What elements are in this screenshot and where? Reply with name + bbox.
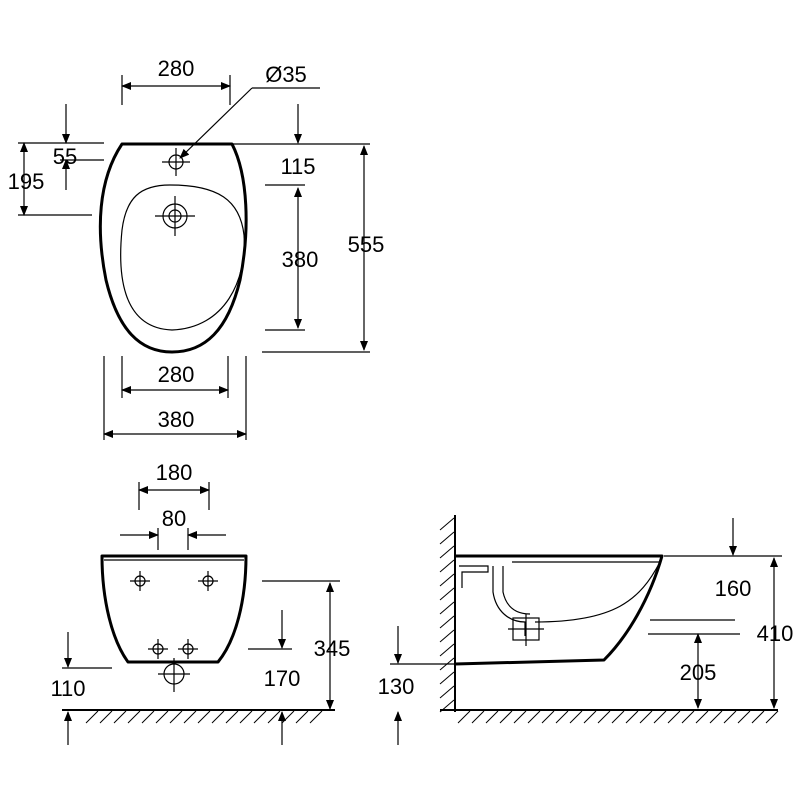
dim-offset-55: 55 [53, 144, 77, 169]
waste-outlet [158, 658, 190, 692]
dim-total-length: 555 [348, 232, 385, 257]
hatch-stroke [513, 710, 527, 724]
dim-height-345: 345 [314, 636, 351, 661]
supply-hole-right [178, 639, 198, 659]
hatch-stroke [439, 643, 455, 657]
hatch-stroke [113, 710, 127, 724]
mounting-hole-right [198, 571, 218, 591]
hatch-stroke [439, 629, 455, 643]
bowl-inner-outline [120, 184, 245, 331]
hatch-stroke [737, 710, 751, 724]
hatch-stroke [765, 710, 779, 724]
hatch-stroke [751, 710, 765, 724]
waste-pipe [492, 566, 531, 636]
dim-bowl-length: 380 [282, 247, 319, 272]
dim-height-410: 410 [757, 621, 794, 646]
dim-bottom-inner-width: 280 [158, 362, 195, 387]
dim-height-205: 205 [680, 660, 717, 685]
water-inlet [459, 565, 489, 588]
dim-offset-115: 115 [280, 154, 315, 179]
hatch-stroke [169, 710, 183, 724]
hatch-stroke [239, 710, 253, 724]
hatch-stroke [141, 710, 155, 724]
hatch-stroke [555, 710, 569, 724]
hatch-stroke [183, 710, 197, 724]
hatch-stroke [85, 710, 99, 724]
hatch-stroke [527, 710, 541, 724]
bowl-inner-side [512, 561, 661, 623]
hatch-stroke [439, 517, 455, 531]
hatch-stroke [155, 710, 169, 724]
hatch-stroke [485, 710, 499, 724]
dim-bottom-outer-width: 380 [158, 407, 195, 432]
dim-height-110: 110 [50, 676, 85, 701]
hatch-stroke [583, 710, 597, 724]
dim-spacing-180: 180 [156, 460, 193, 485]
hatch-stroke [439, 601, 455, 615]
floor-hatch-side [457, 710, 779, 724]
mounting-hole-left [130, 571, 150, 591]
hatch-stroke [639, 710, 653, 724]
hatch-stroke [541, 710, 555, 724]
hatch-stroke [267, 710, 281, 724]
hatch-stroke [99, 710, 113, 724]
hatch-stroke [309, 710, 323, 724]
hatch-stroke [439, 587, 455, 601]
dim-hole-diameter: Ø35 [265, 62, 307, 87]
hatch-stroke [695, 710, 709, 724]
hatch-stroke [439, 615, 455, 629]
hatch-stroke [471, 710, 485, 724]
dim-height-130: 130 [378, 674, 415, 699]
side-view: 160 410 205 130 [378, 515, 794, 745]
hatch-stroke [439, 559, 455, 573]
hatch-stroke [625, 710, 639, 724]
hatch-stroke [439, 573, 455, 587]
hatch-stroke [667, 710, 681, 724]
hatch-stroke [681, 710, 695, 724]
supply-hole-left [148, 639, 168, 659]
hatch-stroke [281, 710, 295, 724]
dim-offset-195: 195 [8, 169, 45, 194]
hatch-stroke [439, 531, 455, 545]
hatch-stroke [653, 710, 667, 724]
bidet-top-outline [98, 142, 248, 354]
dim-height-170: 170 [264, 666, 301, 691]
wall-hatch [439, 517, 455, 713]
hatch-stroke [439, 685, 455, 699]
hatch-stroke [127, 710, 141, 724]
floor-hatch-front [85, 710, 323, 724]
hatch-stroke [457, 710, 471, 724]
dim-depth-160: 160 [715, 576, 752, 601]
hatch-stroke [499, 710, 513, 724]
drain-marker [155, 196, 195, 236]
hatch-stroke [295, 710, 309, 724]
hatch-stroke [611, 710, 625, 724]
hatch-stroke [569, 710, 583, 724]
hatch-stroke [197, 710, 211, 724]
hatch-stroke [439, 671, 455, 685]
hatch-stroke [253, 710, 267, 724]
tap-hole-marker [162, 148, 190, 176]
dim-spacing-80: 80 [162, 506, 186, 531]
hatch-stroke [439, 545, 455, 559]
bidet-front-outline [100, 554, 248, 664]
top-view: 280 Ø35 55 195 115 380 555 280 [8, 56, 385, 440]
front-view: 180 80 345 170 110 [50, 460, 350, 745]
hatch-stroke [597, 710, 611, 724]
hatch-stroke [225, 710, 239, 724]
hatch-stroke [709, 710, 723, 724]
hatch-stroke [211, 710, 225, 724]
hatch-stroke [723, 710, 737, 724]
dim-top-width: 280 [158, 56, 195, 81]
